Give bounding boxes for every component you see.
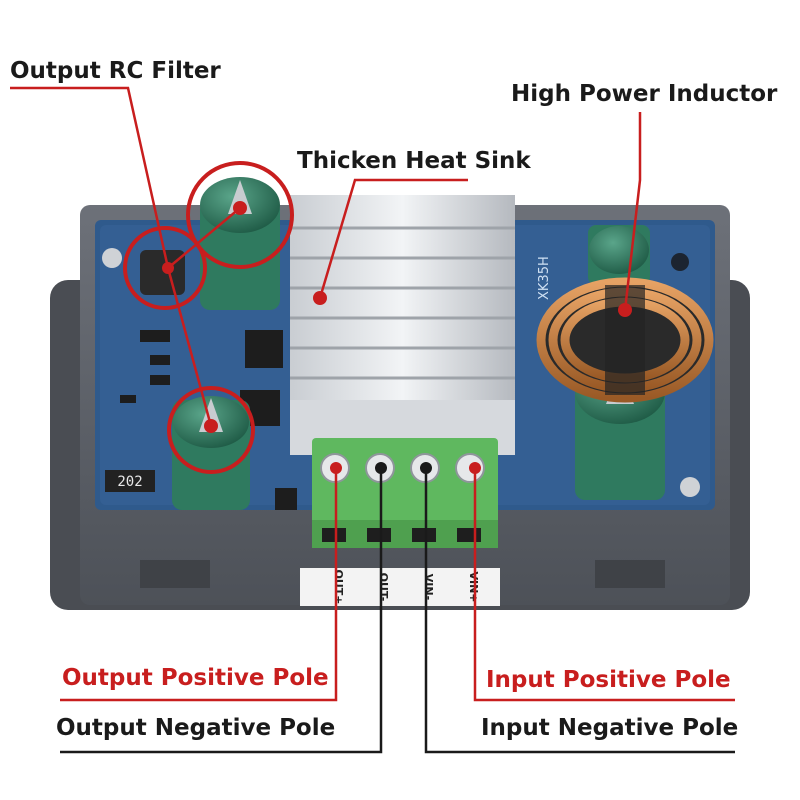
label-thicken-heat-sink: Thicken Heat Sink (297, 148, 531, 174)
label-output-rc-filter: Output RC Filter (10, 58, 221, 84)
high-power-inductor (536, 277, 714, 403)
label-output-positive-pole: Output Positive Pole (62, 665, 329, 691)
model-marking: XK35H (537, 256, 552, 300)
terminal-label-vin-plus: VIN+ (467, 571, 480, 602)
heat-sink (290, 195, 515, 455)
label-input-positive-pole: Input Positive Pole (486, 667, 731, 693)
screw-icon (680, 477, 700, 497)
label-input-negative-pole: Input Negative Pole (481, 715, 739, 741)
chip-202 (105, 470, 155, 492)
rc-inductor (140, 250, 185, 295)
terminal-block (312, 438, 498, 548)
terminal-label-out-minus: OUT- (377, 573, 390, 602)
capacitor-right-top (588, 225, 650, 285)
chip-label: 202 (117, 474, 142, 490)
terminal-label-out-plus: OUT+ (332, 569, 345, 604)
terminal-label-strip: OUT+ OUT- VIN- VIN+ (300, 568, 500, 606)
screw-icon (102, 248, 122, 268)
label-output-negative-pole: Output Negative Pole (56, 715, 336, 741)
highlight-circle-output-capacitor (186, 161, 294, 269)
terminal-label-vin-minus: VIN- (422, 574, 435, 600)
capacitor-bottom-left (172, 396, 250, 510)
highlight-circle-lower-capacitor (167, 386, 255, 474)
capacitor-top-left (200, 177, 280, 310)
label-high-power-inductor: High Power Inductor (511, 81, 778, 107)
highlight-circle-rc-inductor (123, 226, 207, 310)
